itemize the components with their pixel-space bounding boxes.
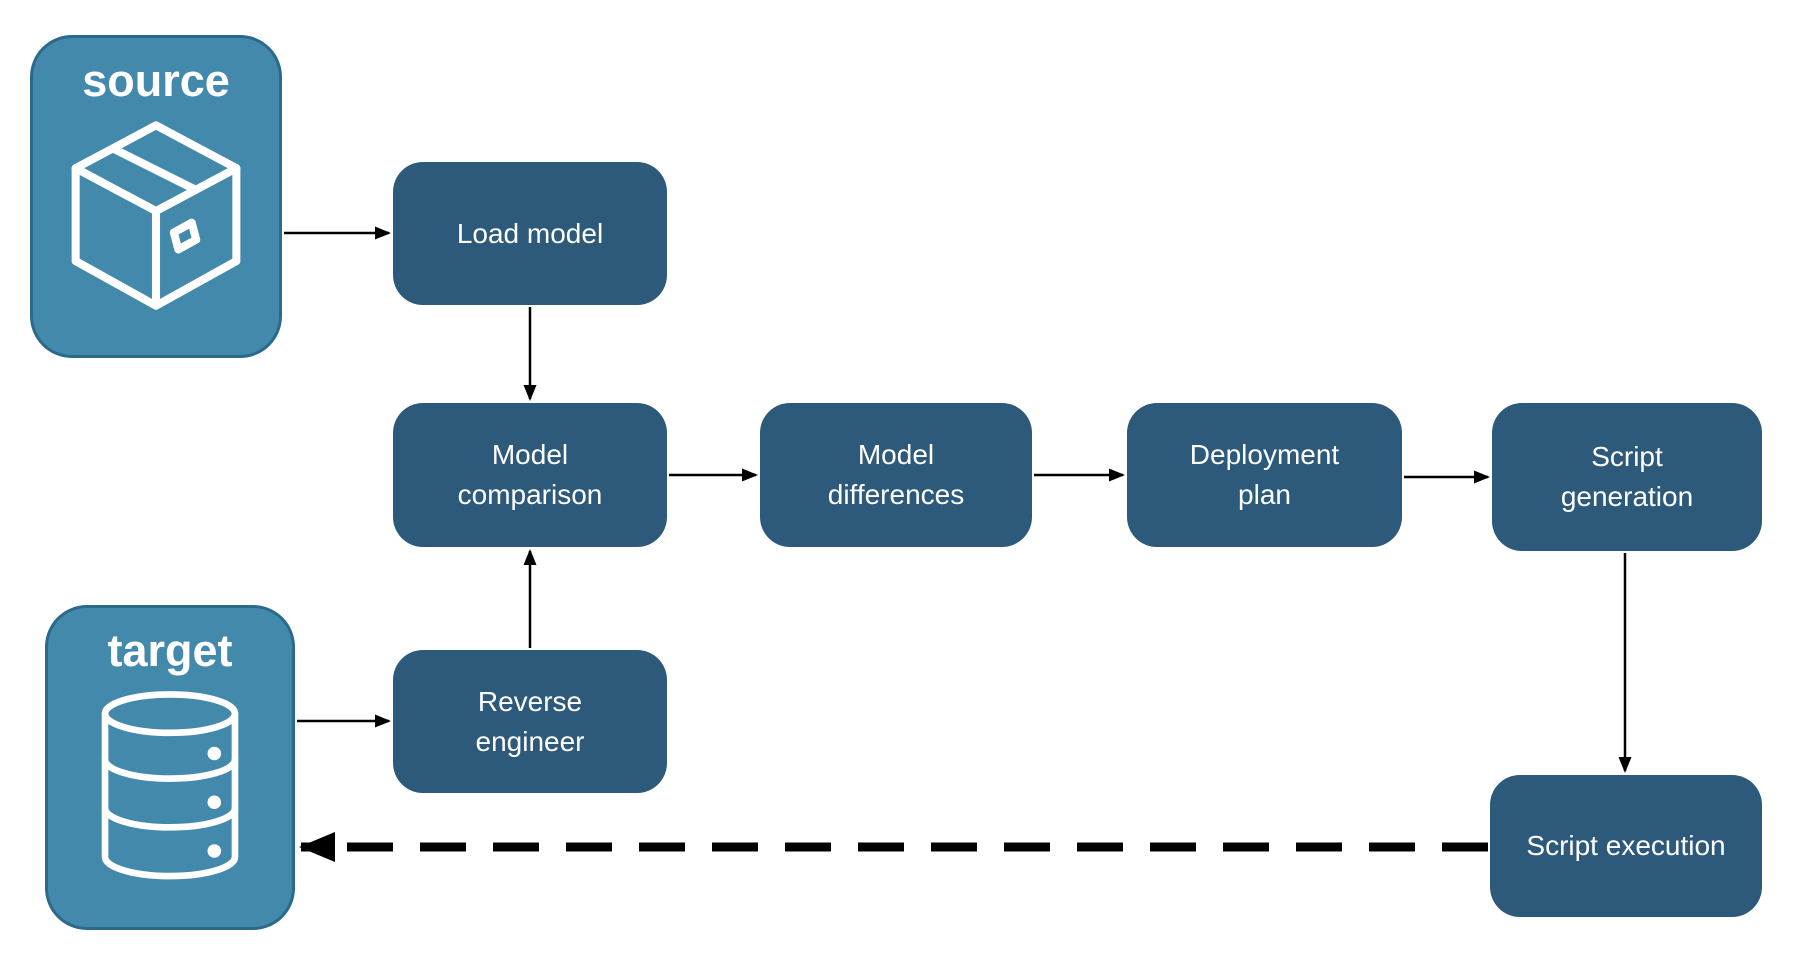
node-label: Script generation (1560, 441, 1694, 512)
node-script-execution: Script execution (1490, 775, 1762, 917)
node-model-differences: Model differences (760, 403, 1032, 547)
node-label: Deployment plan (1189, 439, 1340, 510)
container-source: source (30, 35, 282, 358)
container-target: target (45, 605, 295, 930)
database-icon (95, 690, 245, 882)
node-label: Script execution (1526, 830, 1726, 861)
node-label: Model comparison (457, 439, 603, 510)
node-label: Reverse engineer (475, 685, 585, 757)
node-reverse-engineer: Reverse engineer (393, 650, 667, 793)
node-label: Load model (456, 217, 604, 249)
source-label: source (82, 55, 230, 106)
node-script-generation: Script generation (1492, 403, 1762, 551)
node-label: Model differences (827, 439, 965, 510)
node-load-model: Load model (393, 162, 667, 305)
target-label: target (107, 625, 233, 676)
node-model-comparison: Model comparison (393, 403, 667, 547)
package-icon (66, 120, 246, 320)
node-deployment-plan: Deployment plan (1127, 403, 1402, 547)
